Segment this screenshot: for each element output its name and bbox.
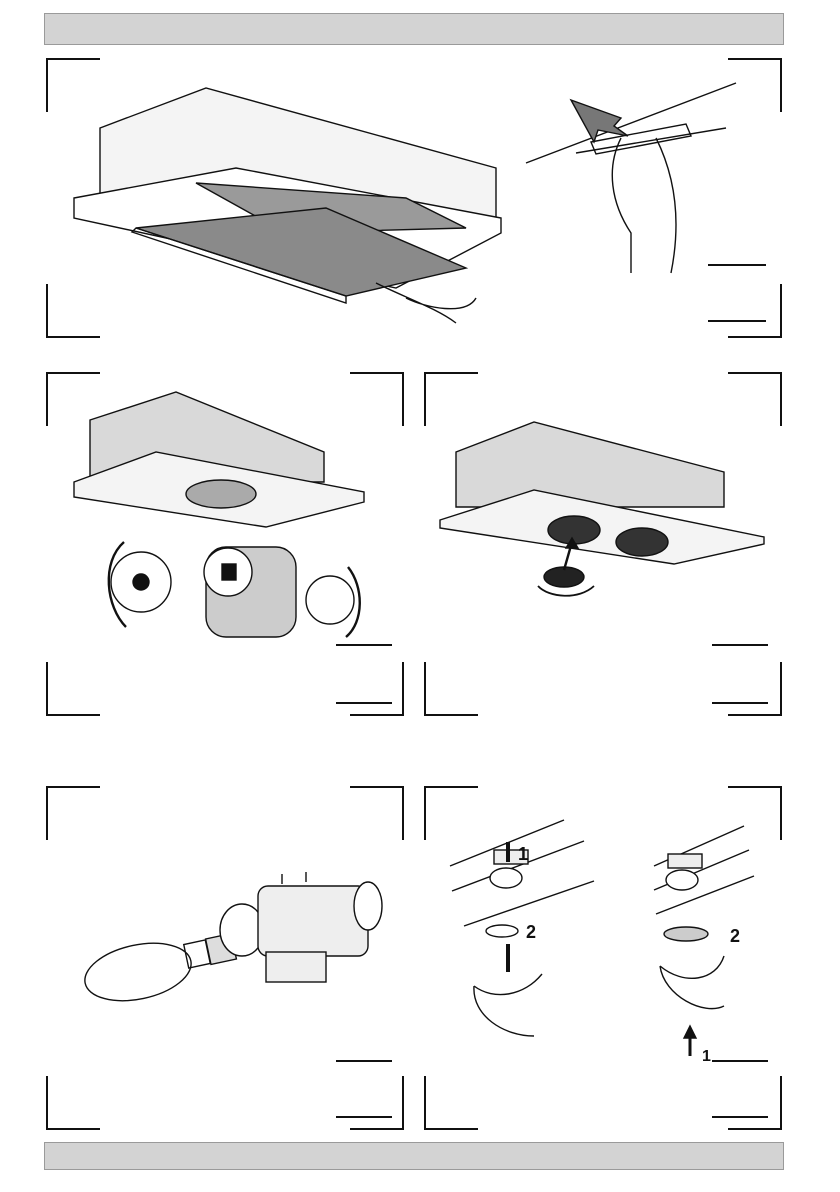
panel-filter-removal — [46, 58, 782, 338]
panel-bulb-socket — [46, 786, 404, 1130]
header-bar — [44, 13, 784, 45]
panel-motor-removal — [46, 372, 404, 716]
footer-bar — [44, 1142, 784, 1170]
panel-lamp-replacement: 1 2 2 1 — [424, 786, 782, 1130]
panel-charcoal-filter — [424, 372, 782, 716]
push-release-button-icon — [46, 58, 782, 338]
step-label-1-right: 1 — [702, 1048, 711, 1066]
bulb-socket-icon — [46, 786, 404, 1130]
lamp-replacement-icon — [424, 786, 782, 1130]
step-label-1: 1 — [518, 844, 528, 865]
step-label-2-right: 2 — [730, 926, 740, 947]
step-label-2: 2 — [526, 922, 536, 943]
charcoal-filter-install-icon — [424, 372, 782, 716]
motor-fan-removal-icon — [46, 372, 404, 716]
